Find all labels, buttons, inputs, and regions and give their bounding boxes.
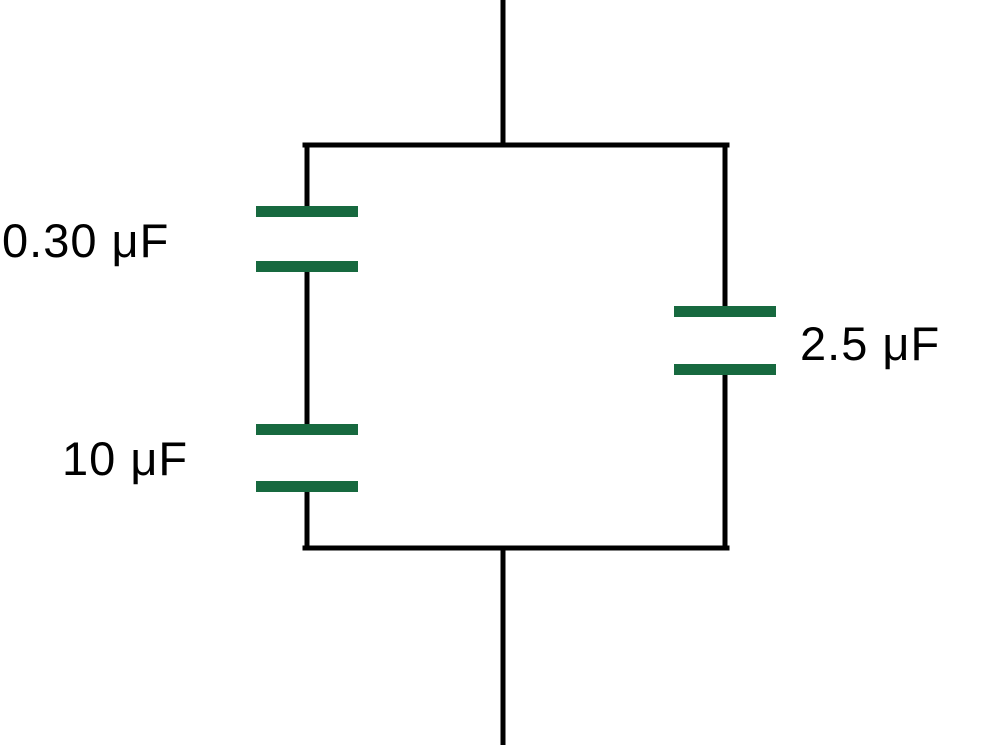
- capacitor-c2-plate-top: [256, 424, 358, 435]
- capacitor-c3-plate-top: [674, 306, 776, 317]
- capacitor-c3-plate-bottom: [674, 364, 776, 375]
- capacitor-c2-label: 10 μF: [62, 432, 189, 485]
- capacitor-c3-label: 2.5 μF: [800, 317, 941, 370]
- circuit-wires: [302, 0, 730, 745]
- capacitor-c2-plate-bottom: [256, 481, 358, 492]
- capacitor-c1-label: 0.30 μF: [2, 214, 170, 267]
- capacitor-c1-plate-bottom: [256, 261, 358, 272]
- capacitor-plates: [256, 206, 776, 492]
- capacitor-c1-plate-top: [256, 206, 358, 217]
